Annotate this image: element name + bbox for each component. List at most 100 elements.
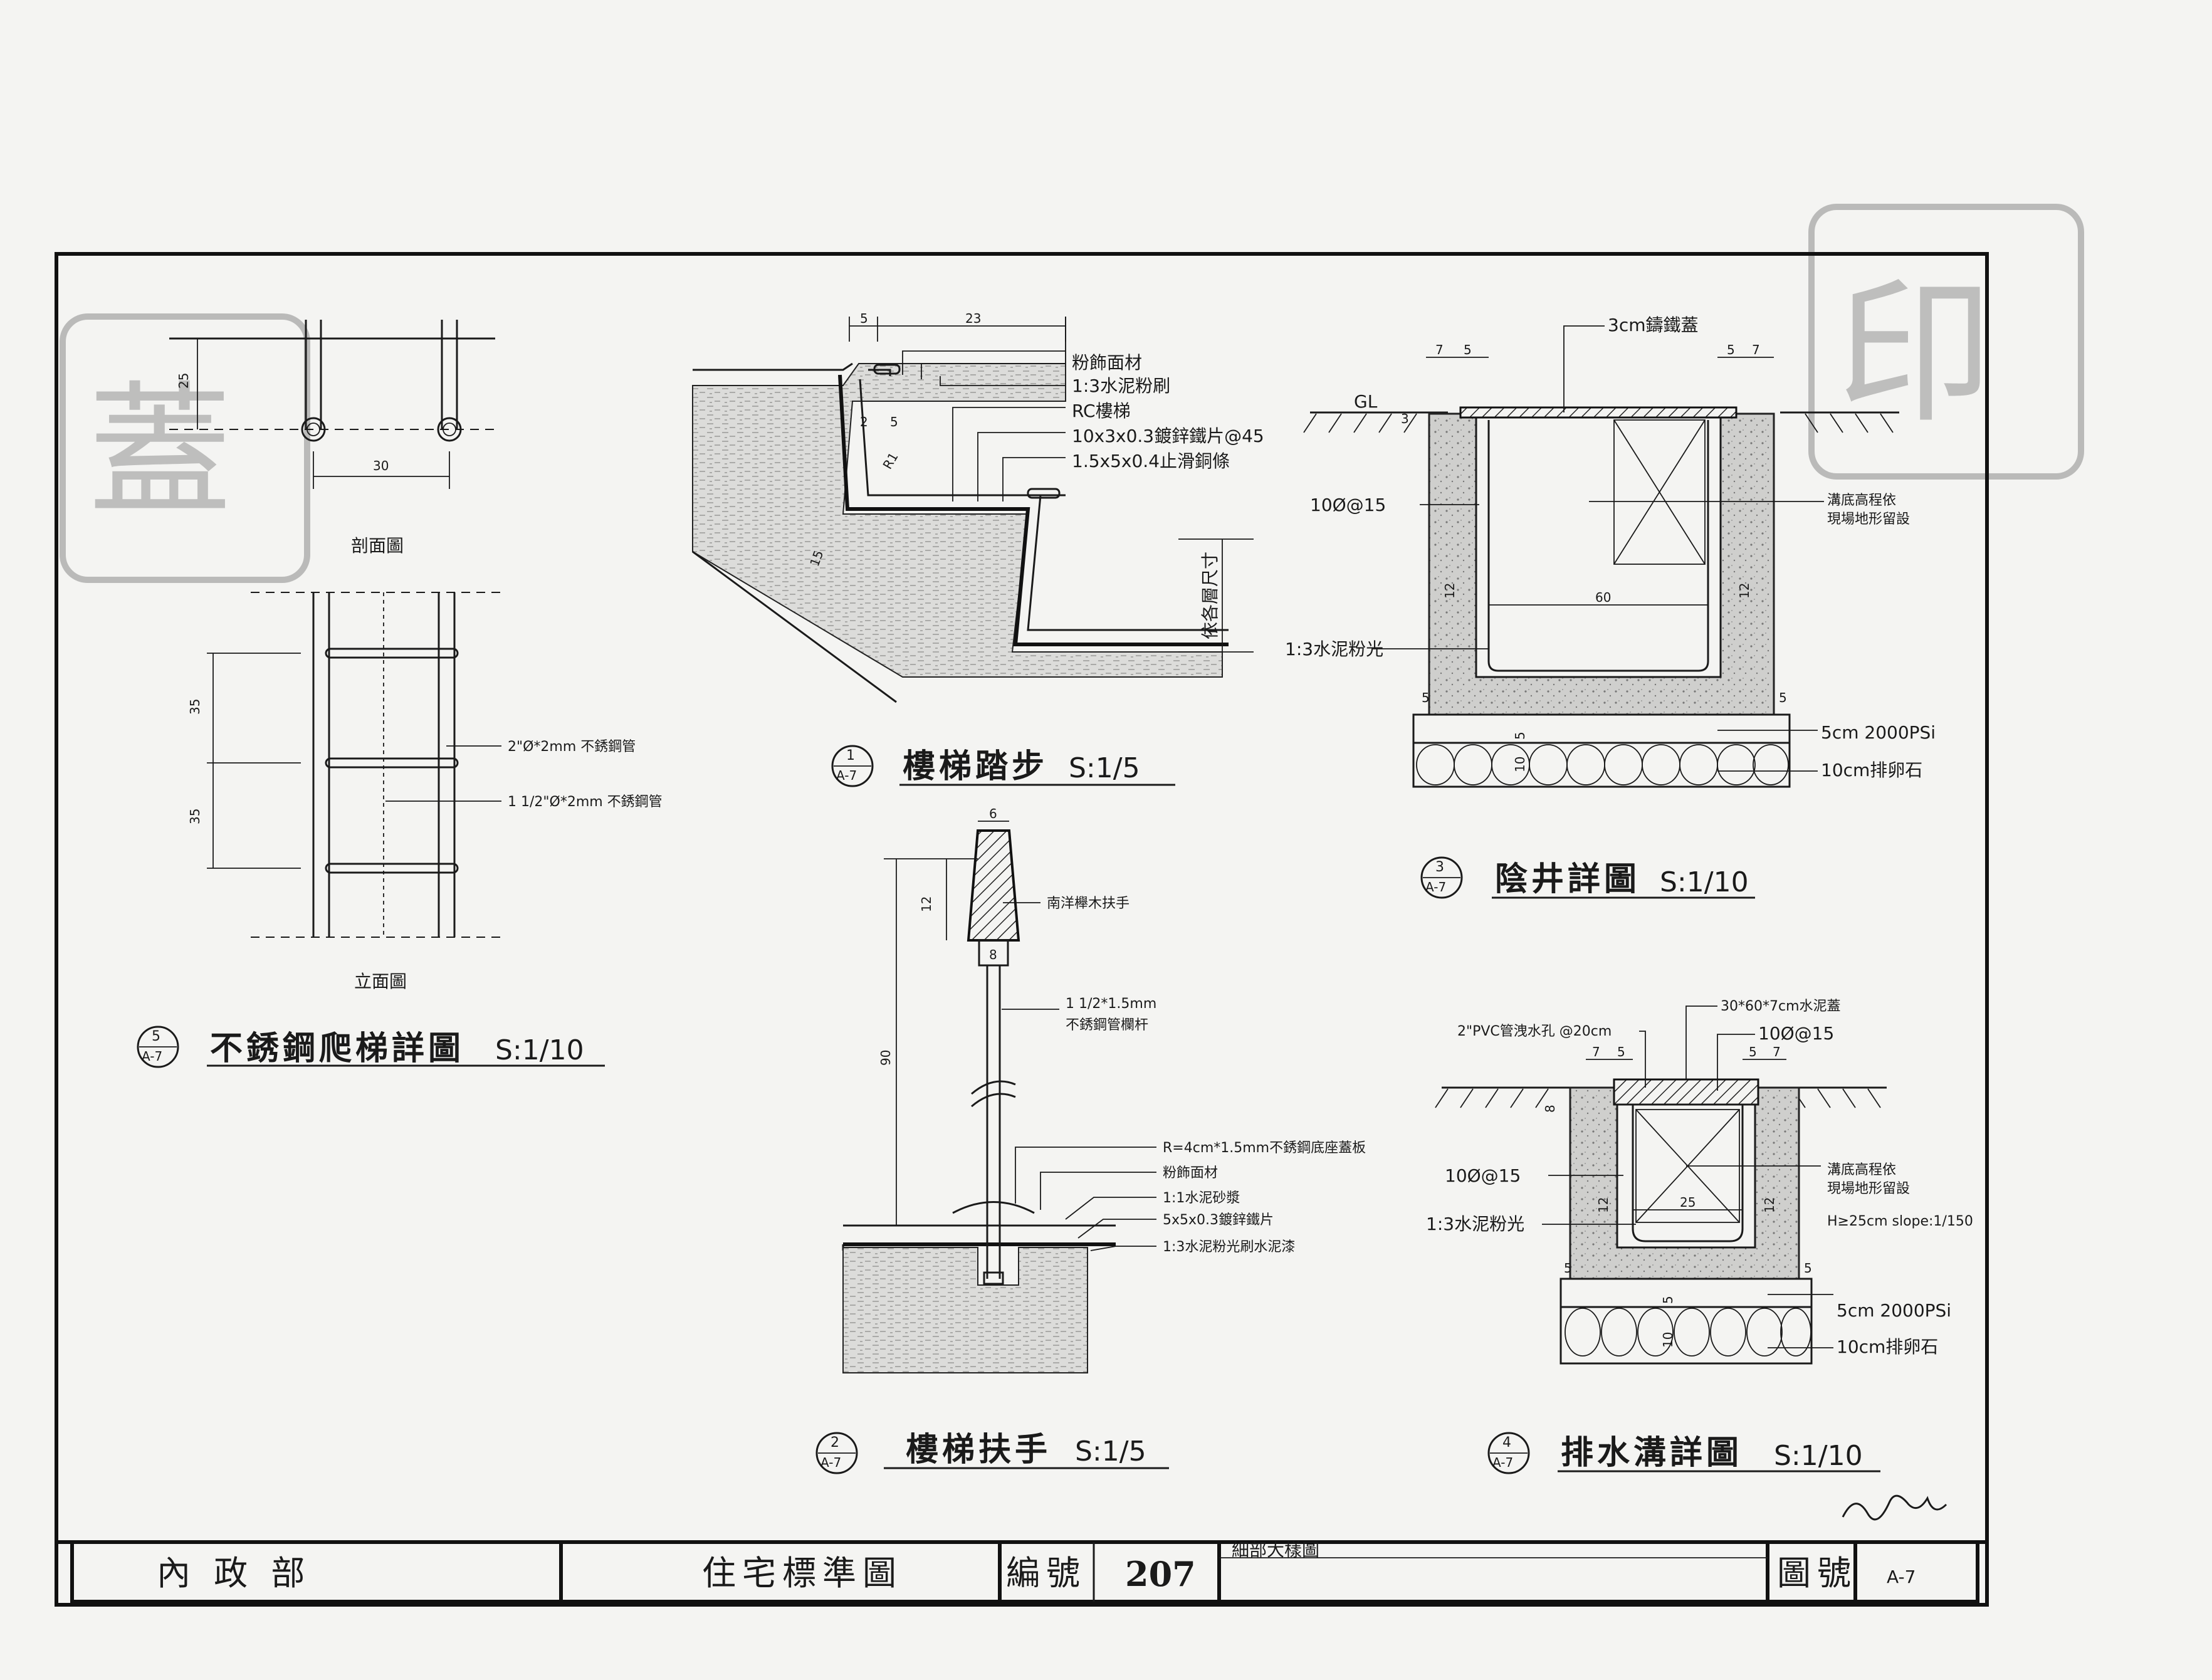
dim-base-left: 5 bbox=[1564, 1261, 1572, 1276]
dim-width: 25 bbox=[1680, 1195, 1696, 1210]
dim-l2: 5 bbox=[1464, 342, 1472, 357]
callout-pipe-2in: 2"Ø*2mm 不銹鋼管 bbox=[508, 739, 636, 755]
dim-wall-left: 12 bbox=[1596, 1197, 1611, 1213]
dim-a: 5 bbox=[860, 311, 868, 326]
finish-label: 1:3水泥粉光 bbox=[1426, 1214, 1524, 1234]
callout-pipe-1-5in: 1 1/2"Ø*2mm 不銹鋼管 bbox=[508, 794, 663, 810]
dim-c: 2 bbox=[860, 414, 868, 429]
code-label: 編號 bbox=[1006, 1553, 1086, 1593]
callout-plaster: 1:3水泥粉刷 bbox=[1072, 375, 1170, 396]
detail-title: 樓梯踏步 bbox=[903, 748, 1048, 785]
stone-label: 10cm排卵石 bbox=[1837, 1336, 1938, 1357]
dim-wall-right: 12 bbox=[1762, 1197, 1777, 1213]
sheet-name: 細部大樣圖 bbox=[1232, 1540, 1319, 1560]
dim-width: 60 bbox=[1595, 590, 1611, 605]
dim-l2: 5 bbox=[1617, 1044, 1625, 1059]
dim-base: 8 bbox=[989, 947, 997, 962]
detail-2-handrail: 6 12 8 90 南洋櫸木扶手 1 1/2*1.5mm 不銹鋼管欄杆 R=4c… bbox=[815, 806, 1366, 1474]
svg-text:蓋: 蓋 bbox=[88, 369, 232, 536]
detail-number: 1 bbox=[846, 748, 855, 764]
drawing-value: A-7 bbox=[1887, 1567, 1916, 1587]
concrete-label: 5cm 2000PSi bbox=[1821, 722, 1936, 743]
dim-l1: 7 bbox=[1435, 342, 1444, 357]
section-caption: 剖面圖 bbox=[351, 535, 404, 556]
dim-top: 3 bbox=[1401, 411, 1409, 426]
dim-r1: 5 bbox=[1749, 1044, 1757, 1059]
callout-steel-plate: 10x3x0.3鍍鋅鐵片@45 bbox=[1072, 426, 1264, 446]
callout-cover-plate: R=4cm*1.5mm不銹鋼底座蓋板 bbox=[1163, 1140, 1366, 1156]
concrete-label: 5cm 2000PSi bbox=[1837, 1300, 1951, 1321]
finish-label: 1:3水泥粉光 bbox=[1285, 639, 1383, 659]
note-line-3: H≥25cm slope:1/150 bbox=[1827, 1214, 1973, 1229]
dim-h: 12 bbox=[919, 896, 934, 912]
detail-3-manhole: 7 5 5 7 60 3 12 12 5 5 5 10 3cm鑄鐵蓋 GL 10… bbox=[1285, 315, 1936, 899]
rebar-top-label: 10Ø@15 bbox=[1758, 1023, 1834, 1044]
side-note: 依各層尺寸 bbox=[1200, 552, 1220, 639]
dim-r: R1 bbox=[880, 449, 901, 471]
dim-spacing: 30 bbox=[373, 458, 389, 473]
detail-5-ladder: 25 30 剖面圖 35 35 2"Ø*2mm 不銹鋼管 1 1/2"Ø*2mm… bbox=[137, 320, 663, 1068]
detail-number: 4 bbox=[1502, 1435, 1511, 1451]
detail-title: 樓梯扶手 bbox=[906, 1431, 1051, 1469]
callout-paint: 1:3水泥粉光刷水泥漆 bbox=[1163, 1239, 1295, 1255]
dim-rung2: 35 bbox=[187, 809, 202, 824]
seal-stamp-right: 印 bbox=[1808, 204, 2084, 480]
detail-title: 不銹鋼爬梯詳圖 bbox=[210, 1030, 464, 1068]
detail-scale: S:1/10 bbox=[1660, 866, 1749, 898]
note-line-2: 現場地形留設 bbox=[1827, 512, 1910, 527]
rebar-label: 10Ø@15 bbox=[1310, 495, 1386, 515]
dim-base-right: 5 bbox=[1779, 690, 1787, 705]
detail-scale: S:1/10 bbox=[495, 1034, 584, 1066]
detail-scale: S:1/5 bbox=[1075, 1436, 1146, 1467]
dim-h: 8 bbox=[1543, 1105, 1558, 1113]
detail-title: 陰井詳圖 bbox=[1495, 861, 1640, 898]
callout-steel-plate: 5x5x0.3鍍鋅鐵片 bbox=[1163, 1212, 1274, 1228]
dim-rung1: 35 bbox=[187, 699, 202, 715]
detail-number: 3 bbox=[1435, 859, 1444, 875]
project-name: 住宅標準圖 bbox=[702, 1553, 903, 1593]
drawing-label: 圖號 bbox=[1777, 1553, 1857, 1593]
detail-title: 排水溝詳圖 bbox=[1561, 1434, 1743, 1472]
dim-r1: 5 bbox=[1727, 342, 1735, 357]
dim-r2: 7 bbox=[1773, 1044, 1781, 1059]
dim-base-left: 5 bbox=[1422, 690, 1430, 705]
detail-scale: S:1/5 bbox=[1069, 752, 1140, 784]
detail-ref: A-7 bbox=[1425, 879, 1446, 895]
detail-4-drain-trench: 7 5 5 7 8 25 12 12 5 5 5 10 30*60*7cm水泥蓋… bbox=[1426, 999, 1973, 1474]
svg-text:印: 印 bbox=[1837, 262, 1993, 444]
callout-wood-rail: 南洋櫸木扶手 bbox=[1047, 896, 1130, 911]
detail-ref: A-7 bbox=[820, 1455, 841, 1470]
callout-finish: 粉飾面材 bbox=[1163, 1165, 1218, 1181]
title-block: 內 政 部 住宅標準圖 編號 207 細部大樣圖 圖號 A-7 bbox=[70, 1540, 1979, 1604]
detail-ref: A-7 bbox=[836, 768, 857, 783]
dim-b: 23 bbox=[965, 311, 981, 326]
callout-rc-stair: RC樓梯 bbox=[1072, 401, 1131, 421]
gl-label: GL bbox=[1354, 391, 1378, 412]
callout-mortar: 1:1水泥砂漿 bbox=[1163, 1190, 1240, 1206]
rebar-side-label: 10Ø@15 bbox=[1445, 1165, 1521, 1186]
dim-w: 6 bbox=[989, 806, 997, 821]
dim-wall-left: 12 bbox=[1442, 583, 1457, 599]
dim-r2: 7 bbox=[1752, 342, 1760, 357]
detail-number: 2 bbox=[831, 1435, 839, 1451]
callout-pipe-rail: 不銹鋼管欄杆 bbox=[1066, 1017, 1148, 1033]
code-value: 207 bbox=[1125, 1554, 1196, 1594]
dim-stone: 10 bbox=[1660, 1332, 1675, 1348]
signature-mark bbox=[1842, 1494, 1947, 1521]
dim-wall-right: 12 bbox=[1737, 583, 1752, 599]
dim-concrete: 5 bbox=[1512, 732, 1528, 740]
dim-l1: 7 bbox=[1592, 1044, 1600, 1059]
callout-finish: 粉飾面材 bbox=[1072, 352, 1142, 373]
dim-base-right: 5 bbox=[1804, 1261, 1812, 1276]
note-line-1: 溝底高程依 bbox=[1827, 1162, 1896, 1178]
dim-d: 5 bbox=[890, 414, 898, 429]
note-line-1: 溝底高程依 bbox=[1827, 493, 1896, 508]
dim-height: 90 bbox=[878, 1050, 893, 1066]
detail-ref: A-7 bbox=[1492, 1455, 1513, 1470]
cover-label: 3cm鑄鐵蓋 bbox=[1608, 315, 1699, 335]
detail-ref: A-7 bbox=[142, 1049, 162, 1064]
detail-1-stair-step: 5 23 2 5 15 R1 粉飾面材 1:3水泥粉刷 RC樓梯 10x3x0.… bbox=[692, 311, 1264, 787]
callout-pipe-size: 1 1/2*1.5mm bbox=[1066, 996, 1156, 1012]
cover-label: 30*60*7cm水泥蓋 bbox=[1721, 999, 1841, 1014]
